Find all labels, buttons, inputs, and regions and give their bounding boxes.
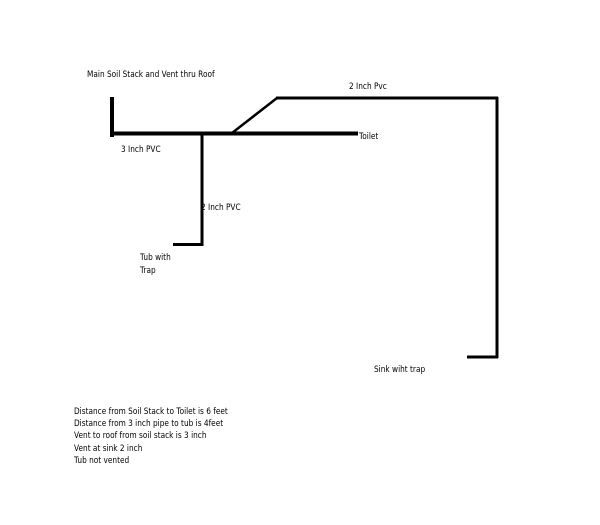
note-line: Tub not vented: [74, 455, 130, 466]
sink-label: Sink wiht trap: [374, 365, 426, 375]
note-line: Distance from 3 inch pipe to tub is 4fee…: [74, 419, 224, 430]
three-inch-pvc-label: 3 Inch PVC: [121, 145, 161, 155]
note-line: Vent at sink 2 inch: [74, 443, 143, 454]
notes-block: Distance from Soil Stack to Toilet is 6 …: [74, 406, 228, 467]
tub-label-line2: Trap: [140, 266, 156, 276]
two-inch-pvc-top-label: 2 Inch Pvc: [349, 82, 387, 92]
main-stack-label: Main Soil Stack and Vent thru Roof: [87, 70, 215, 80]
note-line: Distance from Soil Stack to Toilet is 6 …: [74, 407, 228, 417]
toilet-label: Toilet: [359, 132, 379, 142]
note-line: Vent to roof from soil stack is 3 inch: [74, 431, 207, 442]
tub-label-line1: Tub with: [140, 253, 171, 263]
two-inch-pvc-vertical-label: 2 Inch PVC: [201, 203, 241, 213]
vent-diagonal-pipe: [231, 97, 278, 134]
